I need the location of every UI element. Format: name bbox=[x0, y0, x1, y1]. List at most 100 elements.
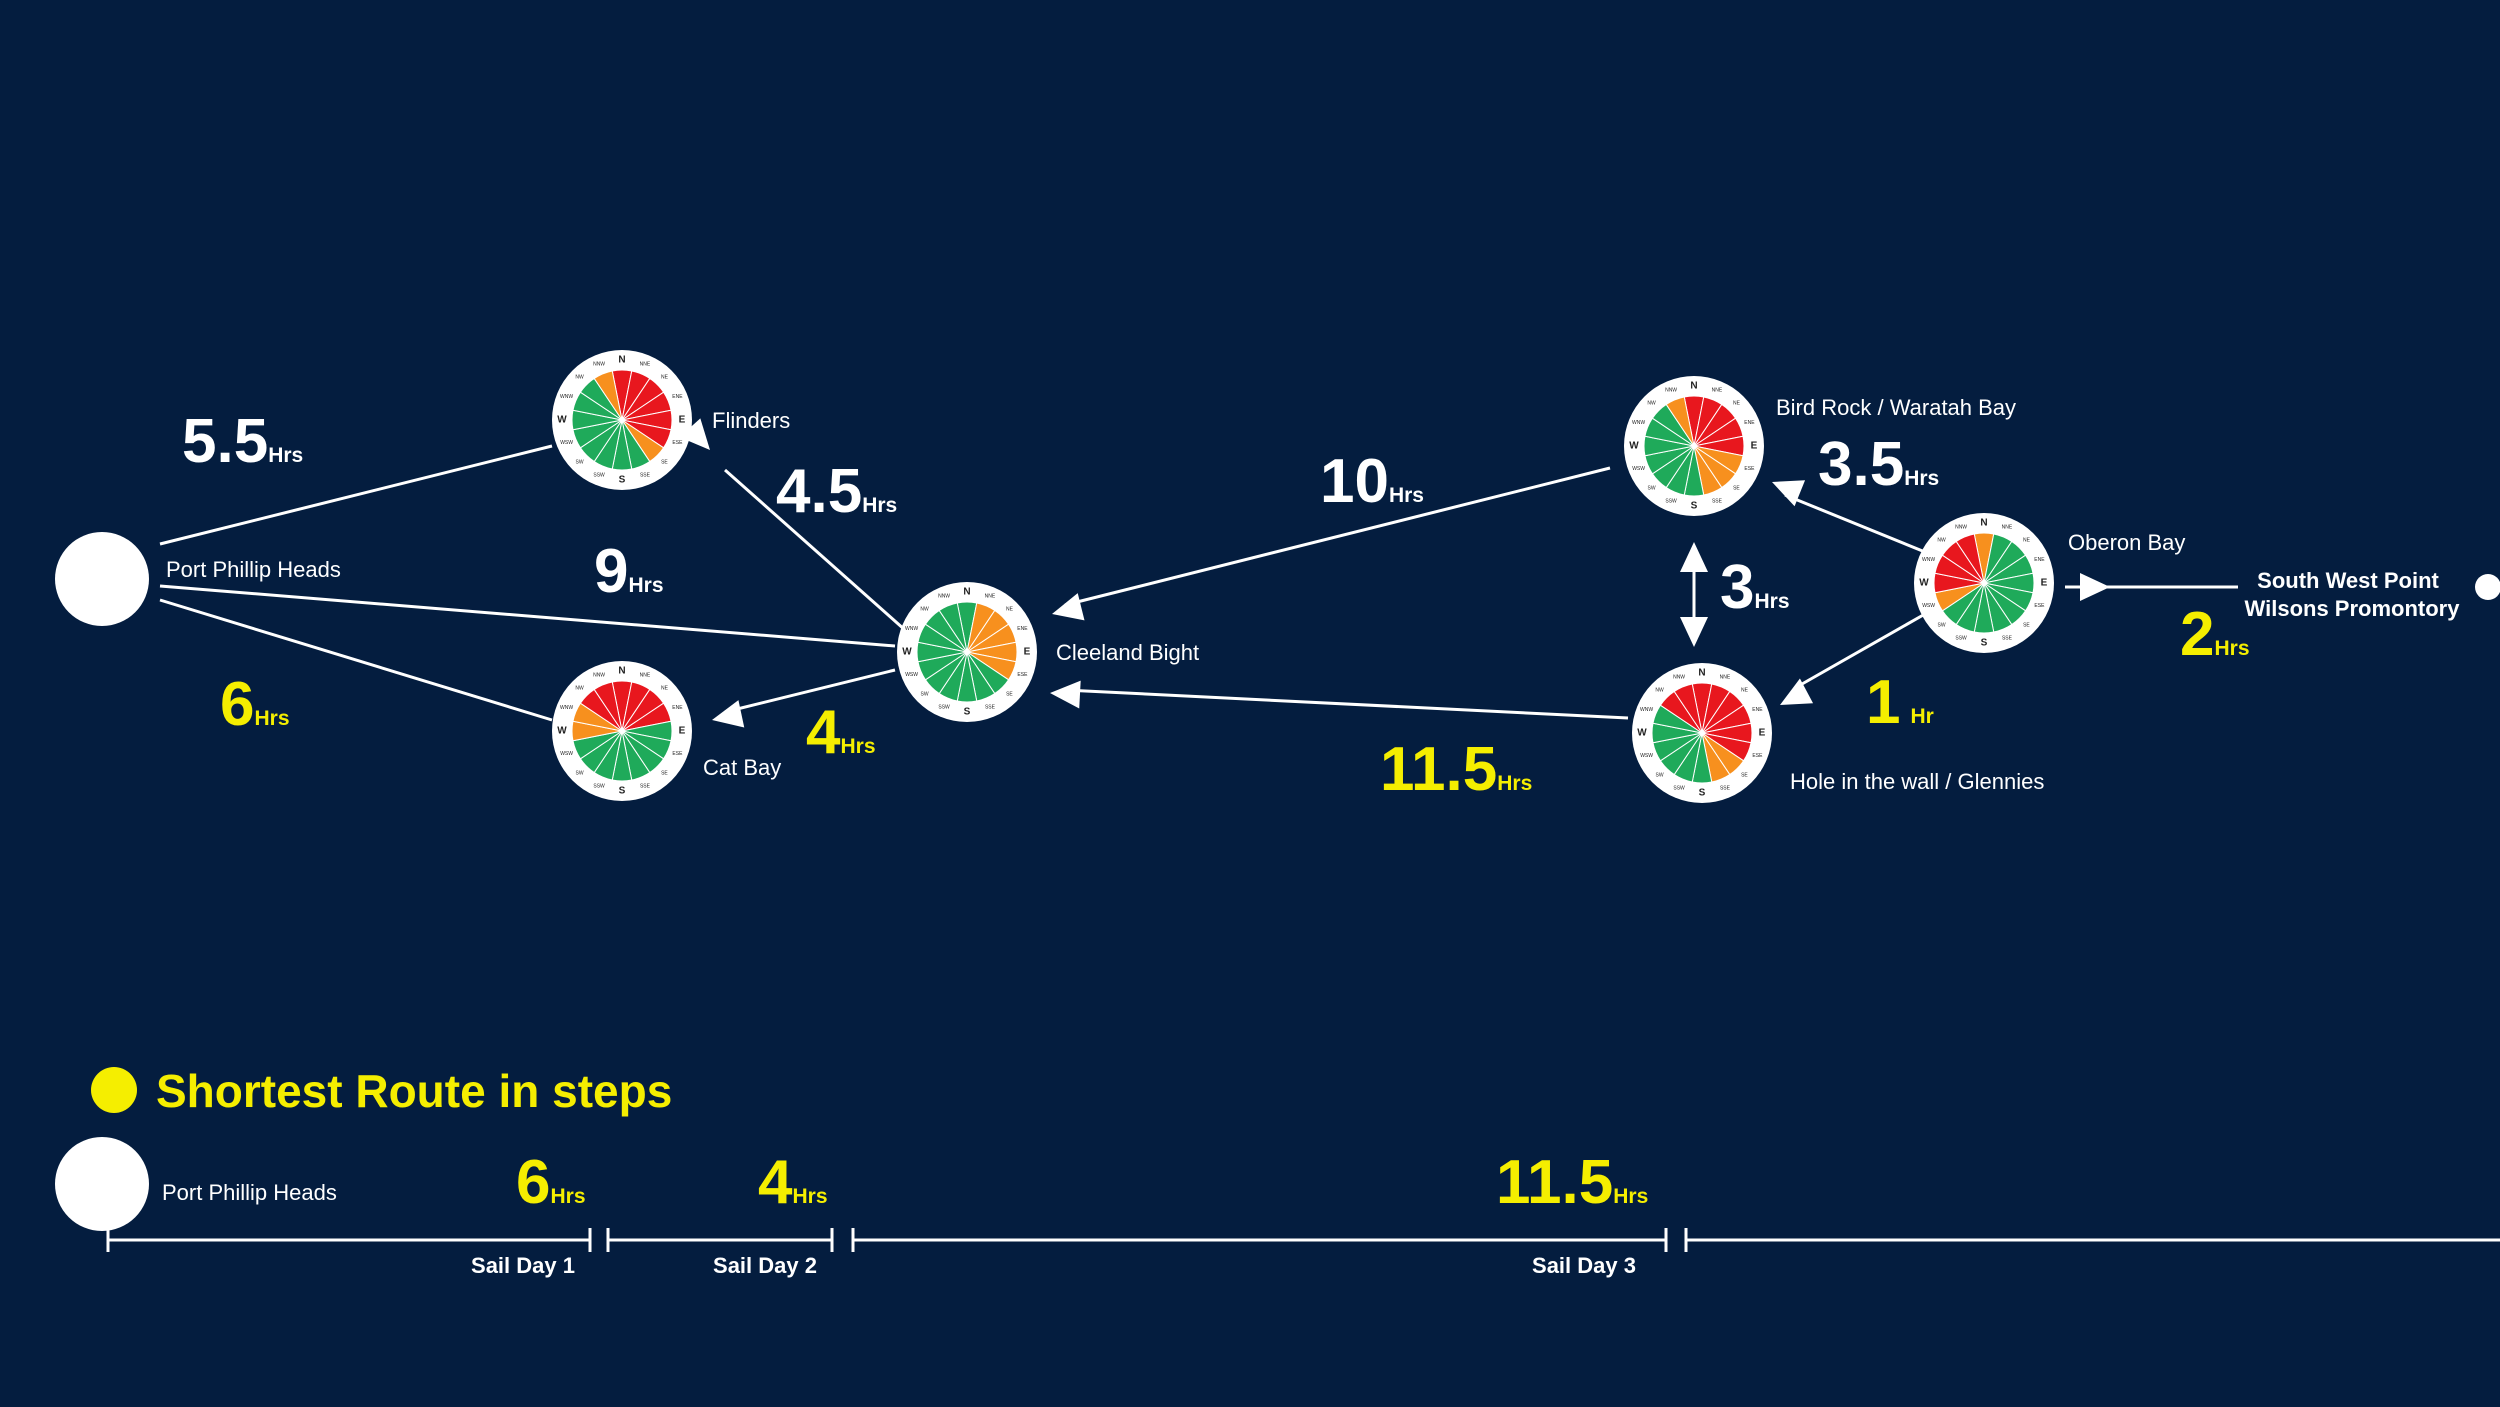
oberon-bay-label: Oberon Bay bbox=[2068, 530, 2185, 555]
rose-label-ene: ENE bbox=[1017, 626, 1028, 632]
rose-label-sse: SSE bbox=[640, 783, 651, 789]
rose-label-w: W bbox=[557, 415, 567, 426]
rose-label-wsw: WSW bbox=[560, 440, 573, 446]
rose-label-sse: SSE bbox=[640, 472, 651, 478]
rose-label-se: SE bbox=[1733, 485, 1740, 491]
leg-time-pph-flinders: 5.5Hrs bbox=[182, 407, 303, 476]
rose-sector-nnw bbox=[1665, 396, 1695, 447]
rose-label-ene: ENE bbox=[672, 705, 683, 711]
route-start-label: Port Phillip Heads bbox=[162, 1180, 337, 1205]
rose-label-nne: NNE bbox=[2002, 525, 2013, 531]
rose-label-s: S bbox=[1699, 788, 1706, 799]
rose-label-e: E bbox=[1759, 728, 1766, 739]
rose-label-nw: NW bbox=[1655, 688, 1664, 694]
leg-durations: 5.5Hrs 9Hrs 6Hrs 4.5Hrs 4Hrs 10Hrs 11.5H… bbox=[182, 407, 2250, 804]
rose-label-wsw: WSW bbox=[1922, 603, 1935, 609]
leg-time-cleeland-holewall: 11.5Hrs bbox=[1380, 735, 1532, 804]
rose-label-nw: NW bbox=[920, 607, 929, 613]
rose-label-se: SE bbox=[2023, 622, 2030, 628]
rose-label-wsw: WSW bbox=[1640, 753, 1653, 759]
rose-label-n: N bbox=[1980, 518, 1987, 529]
rose-label-sse: SSE bbox=[1712, 498, 1723, 504]
rose-label-sse: SSE bbox=[985, 704, 996, 710]
arrow-to-cleeland-top bbox=[1052, 593, 1085, 621]
rose-label-ssw: SSW bbox=[938, 704, 950, 710]
rose-label-wnw: WNW bbox=[560, 705, 573, 711]
rose-label-se: SE bbox=[661, 770, 668, 776]
rose-sector-nnw bbox=[593, 681, 623, 732]
rose-label-nnw: NNW bbox=[1673, 675, 1685, 681]
rose-label-wnw: WNW bbox=[1632, 420, 1645, 426]
rose-label-ssw: SSW bbox=[1673, 785, 1685, 791]
leg-time-cleeland-birdrock: 10Hrs bbox=[1320, 447, 1424, 516]
wilsons-promontory-label: Wilsons Promontory bbox=[2245, 596, 2461, 621]
rose-label-e: E bbox=[1024, 647, 1031, 658]
rose-label-sse: SSE bbox=[2002, 635, 2013, 641]
rose-label-ne: NE bbox=[661, 375, 669, 381]
rose-label-e: E bbox=[679, 415, 686, 426]
rose-label-sw: SW bbox=[576, 459, 584, 465]
south-west-point-label: South West Point bbox=[2257, 568, 2439, 593]
rose-label-w: W bbox=[1919, 578, 1929, 589]
rose-label-s: S bbox=[619, 475, 626, 486]
rose-label-wsw: WSW bbox=[1632, 466, 1645, 472]
rose-label-sw: SW bbox=[576, 770, 584, 776]
cleeland-bight-label: Cleeland Bight bbox=[1056, 640, 1199, 665]
rose-label-ene: ENE bbox=[1744, 420, 1755, 426]
port-phillip-heads-label: Port Phillip Heads bbox=[166, 557, 341, 582]
edge-cleeland-flinders bbox=[724, 468, 906, 632]
edge-pph-flinders bbox=[159, 444, 553, 546]
timeline bbox=[106, 1228, 2500, 1252]
edge-oberon-holewall bbox=[1794, 612, 1926, 690]
rose-label-e: E bbox=[679, 726, 686, 737]
leg-time-birdrock-holewall: 3Hrs bbox=[1720, 553, 1790, 622]
rose-label-sw: SW bbox=[921, 691, 929, 697]
shortest-route-title: Shortest Route in steps bbox=[156, 1065, 672, 1117]
rose-label-ene: ENE bbox=[2034, 557, 2045, 563]
cat-bay-label: Cat Bay bbox=[703, 755, 781, 780]
arrow-to-cleeland-bottom bbox=[1050, 680, 1081, 709]
rose-label-ssw: SSW bbox=[1955, 635, 1967, 641]
rose-label-w: W bbox=[1637, 728, 1647, 739]
rose-label-wnw: WNW bbox=[1922, 557, 1935, 563]
port-phillip-heads-node bbox=[55, 532, 149, 626]
legend-yellow-dot bbox=[91, 1067, 137, 1113]
rose-label-sw: SW bbox=[1656, 772, 1664, 778]
rose-sector-nnw bbox=[593, 370, 623, 421]
rose-label-w: W bbox=[1629, 441, 1639, 452]
rose-label-wsw: WSW bbox=[560, 751, 573, 757]
route-step-3-time: 11.5Hrs bbox=[1496, 1148, 1648, 1217]
sail-day-3-label: Sail Day 3 bbox=[1532, 1253, 1636, 1278]
arrow-to-flinders bbox=[679, 418, 710, 450]
rose-label-nnw: NNW bbox=[1665, 388, 1677, 394]
sail-day-2-label: Sail Day 2 bbox=[713, 1253, 817, 1278]
flinders-label: Flinders bbox=[712, 408, 790, 433]
route-step-2-time: 4Hrs bbox=[758, 1148, 828, 1217]
rose-label-s: S bbox=[1691, 501, 1698, 512]
bird-rock-label: Bird Rock / Waratah Bay bbox=[1776, 395, 2016, 420]
rose-label-n: N bbox=[618, 355, 625, 366]
rose-label-s: S bbox=[964, 707, 971, 718]
rose-label-sse: SSE bbox=[1720, 785, 1731, 791]
rose-label-e: E bbox=[1751, 441, 1758, 452]
rose-label-se: SE bbox=[1741, 772, 1748, 778]
rose-sector-nnw bbox=[1955, 533, 1985, 584]
rose-label-ese: ESE bbox=[2034, 603, 2045, 609]
arrow-to-birdrock-up bbox=[1680, 542, 1708, 572]
rose-label-nw: NW bbox=[1937, 538, 1946, 544]
route-start-node bbox=[55, 1137, 149, 1231]
rose-label-nne: NNE bbox=[1712, 388, 1723, 394]
rose-label-ese: ESE bbox=[1752, 753, 1763, 759]
rose-label-ese: ESE bbox=[1744, 466, 1755, 472]
rose-label-se: SE bbox=[1006, 691, 1013, 697]
rose-label-ne: NE bbox=[1741, 688, 1749, 694]
arrow-to-birdrock bbox=[1772, 480, 1806, 507]
rose-label-nw: NW bbox=[575, 375, 584, 381]
leg-time-cleeland-catbay: 4Hrs bbox=[806, 698, 876, 767]
rose-label-ne: NE bbox=[1733, 401, 1741, 407]
rose-label-wnw: WNW bbox=[905, 626, 918, 632]
edge-oberon-birdrock bbox=[1784, 493, 1926, 554]
